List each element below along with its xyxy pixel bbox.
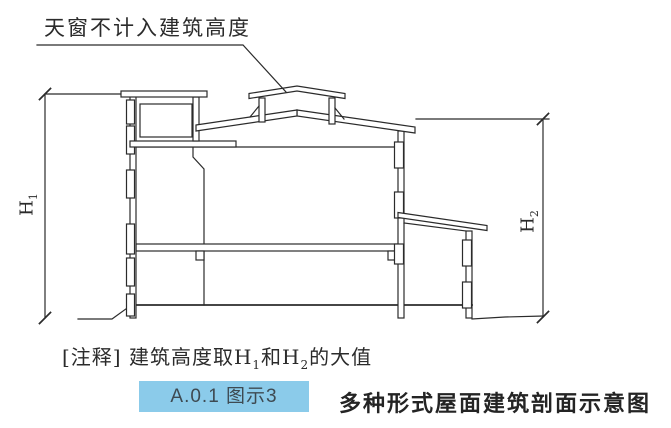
window-frame [125,99,136,125]
monitor-brace [249,105,345,120]
penthouse-floor-slab [129,140,237,148]
window-frame [393,243,405,265]
note-part: [注释] 建筑高度取H [62,345,253,369]
skylight-callout-label: 天窗不计入建筑高度 [44,16,251,40]
note-subscript: 2 [300,358,310,372]
interior-wall-line [192,146,205,306]
window-frame [125,125,136,155]
dimension-h2 [415,112,550,324]
figure-tag-badge: A.0.1 图示3 [139,381,309,412]
roof-right-slope [296,109,416,134]
ground-lines [77,304,544,320]
main-roof [195,109,416,134]
left-grade-line [77,305,131,320]
callout-leader-line [36,44,287,93]
right-wall [393,130,405,319]
window-frame [461,281,473,309]
penthouse-right-wall [192,96,200,142]
roof-left-slope [195,109,298,132]
dimension-line [44,93,129,319]
interior-structure [135,146,399,306]
annex [397,211,488,319]
dimension-line [415,118,550,318]
right-grade-line [471,315,544,320]
window-frame [125,223,136,255]
h1-subscript: 1 [27,193,41,201]
annex-roof-slab [397,211,488,232]
dimension-h1 [38,87,129,325]
window-frame [393,141,405,169]
penthouse [120,90,237,148]
h2-base: H [517,217,539,233]
note-subscript: 1 [252,358,262,372]
window-frame [125,257,136,287]
dimension-ticks [536,112,550,324]
note-part: 的大值 [309,345,373,369]
second-floor-slab [135,243,399,252]
h1-base: H [16,200,38,216]
penthouse-roof-slab [120,90,208,98]
floor-beam [195,250,205,261]
penthouse-window [139,103,193,138]
window-frame [125,169,136,199]
figure-title: 多种形式屋面建筑剖面示意图 [339,391,652,416]
left-wall [125,91,137,319]
skylight-monitor [248,85,346,125]
annex-ceiling-line [403,222,467,232]
dimension-ticks [38,87,52,325]
monitor-post [328,97,336,125]
window-frame [125,293,136,317]
monitor-post [258,97,266,123]
note-part: 和H [261,345,301,369]
h2-subscript: 2 [528,210,542,218]
annex-right-wall [465,230,473,319]
window-frame [461,239,473,267]
monitor-roof [248,85,346,100]
note-text: [注释] 建筑高度取H1和H2的大值 [62,341,373,372]
dimension-h2-label: H2 [517,200,542,244]
dimension-h1-label: H1 [16,183,41,227]
